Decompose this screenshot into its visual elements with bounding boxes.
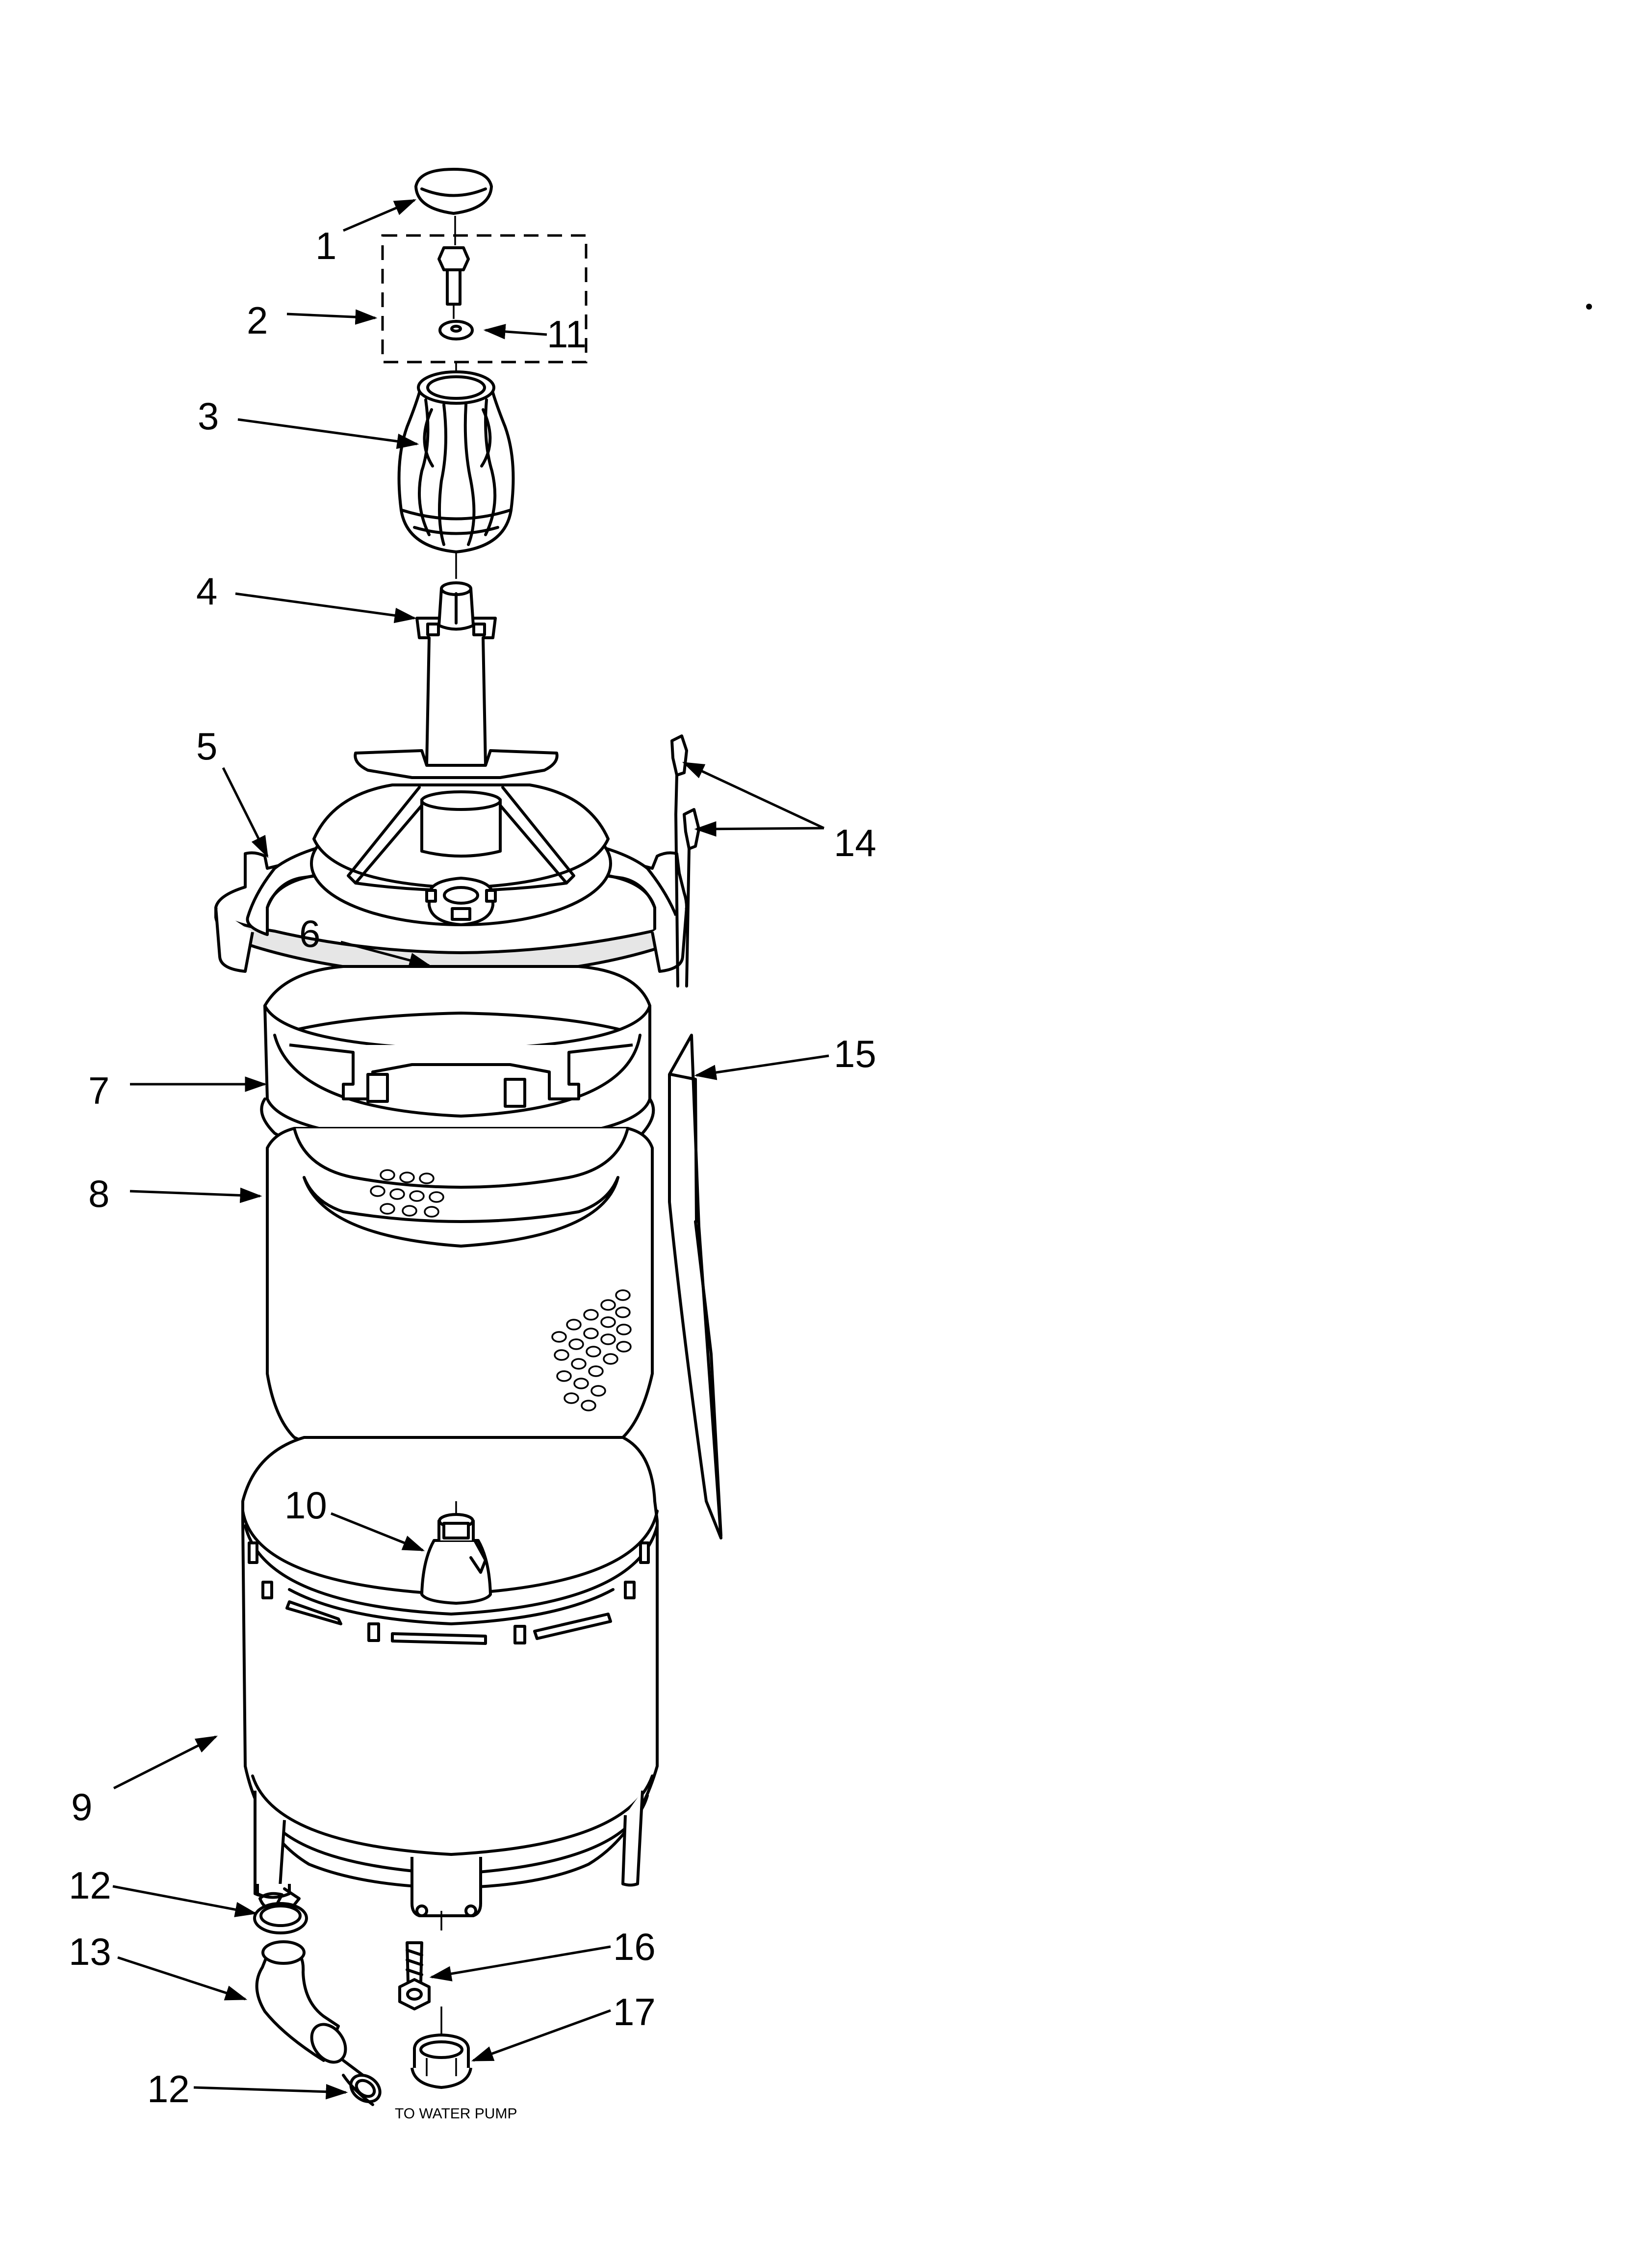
part-agitator-barrel xyxy=(397,370,515,579)
part-screw xyxy=(398,1941,431,2010)
callout-labels: 1 2 3 4 5 6 7 8 9 10 11 12 13 12 14 15 1… xyxy=(69,224,876,2122)
callout-14: 14 xyxy=(834,821,876,864)
part-tub-ring xyxy=(214,749,688,978)
stray-dot xyxy=(1586,304,1592,310)
part-agitator-post xyxy=(415,581,497,767)
part-cap xyxy=(414,168,493,215)
callout-8: 8 xyxy=(88,1172,109,1215)
part-drain-nut xyxy=(410,2007,472,2089)
callout-7: 7 xyxy=(88,1069,109,1112)
callout-13: 13 xyxy=(69,1930,111,1973)
callout-4: 4 xyxy=(196,570,217,613)
water-pump-note: TO WATER PUMP xyxy=(395,2106,517,2122)
basket-holes-top xyxy=(370,1169,444,1218)
part-basket xyxy=(266,1127,654,1468)
callout-2: 2 xyxy=(247,299,268,342)
part-bolt-kit xyxy=(381,216,588,383)
part-hose-assembly xyxy=(253,1884,382,2106)
part-drive-fitting xyxy=(420,1501,492,1605)
callout-9: 9 xyxy=(71,1785,92,1828)
callout-17: 17 xyxy=(613,1990,656,2033)
callout-3: 3 xyxy=(198,394,219,438)
part-strip xyxy=(668,1034,722,1539)
callout-5: 5 xyxy=(196,725,217,768)
part-clips xyxy=(670,734,700,988)
callout-11: 11 xyxy=(547,313,587,356)
part-nut xyxy=(425,877,497,926)
basket-holes-side xyxy=(551,1289,632,1411)
callout-10: 10 xyxy=(284,1484,327,1527)
callout-15: 15 xyxy=(834,1032,876,1075)
callout-12: 12 xyxy=(69,1864,111,1907)
callout-1: 1 xyxy=(315,224,336,267)
callout-12-lower: 12 xyxy=(147,2067,190,2111)
leader-arrows xyxy=(112,199,829,2100)
callout-6: 6 xyxy=(299,912,320,955)
callout-16: 16 xyxy=(613,1925,656,1968)
